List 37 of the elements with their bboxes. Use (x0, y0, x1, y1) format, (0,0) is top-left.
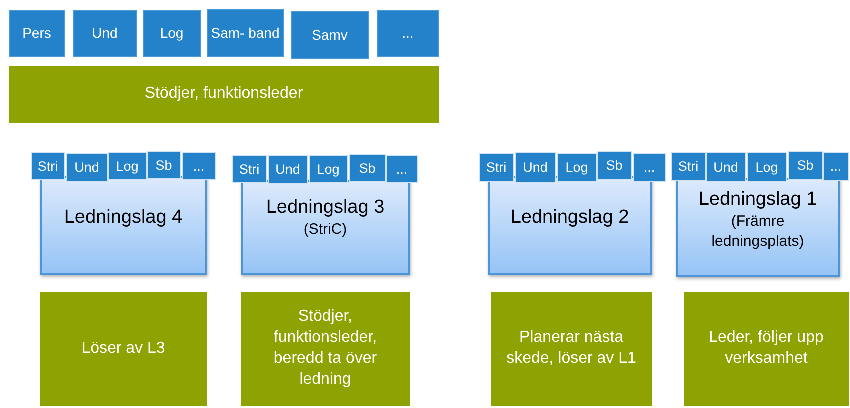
task-bar: Planerar nästa skede, löser av L1 (491, 292, 652, 406)
task-bar: Stödjer, funktionsleder, beredd ta över ledning (241, 292, 410, 406)
function-tab: Log (143, 10, 201, 57)
function-tab: Sb (788, 151, 823, 180)
task-bar: Stödjer, funktionsleder (9, 66, 439, 123)
function-tab: Und (66, 153, 108, 182)
function-tab: Stri (671, 152, 706, 181)
layer-subtitle: (StriC) (302, 220, 348, 240)
function-tab: Samv (291, 11, 369, 59)
layer-subtitle: (Främre ledningsplats) (710, 212, 806, 252)
function-tab: Stri (31, 152, 65, 180)
function-tab: ... (386, 155, 418, 183)
task-bar: Leder, följer upp verksamhet (684, 292, 849, 406)
function-tab: Pers (9, 10, 65, 57)
function-tab: Sb (349, 154, 386, 182)
layer-title: Ledningslag 2 (510, 206, 630, 230)
function-tab: Und (73, 10, 137, 57)
layer-title: Ledningslag 3 (266, 196, 385, 220)
function-tab: Log (309, 155, 348, 183)
function-tab: ... (633, 153, 666, 182)
function-tab: Und (706, 152, 746, 182)
function-tab: Und (268, 155, 308, 184)
function-tab: ... (377, 10, 439, 57)
function-tab: Sb (597, 151, 632, 180)
function-tab: ... (182, 152, 216, 180)
function-tab: Log (557, 153, 597, 182)
function-tab: Log (108, 152, 147, 180)
function-tab: Stri (232, 155, 267, 183)
layer-title: Ledningslag 1 (698, 188, 818, 212)
layer-title: Ledningslag 4 (64, 206, 183, 230)
function-tab: Und (515, 152, 556, 183)
function-tab: Sam- band (207, 9, 284, 57)
function-tab: Log (747, 152, 787, 182)
function-tab: ... (823, 152, 849, 181)
function-tab: Sb (147, 151, 181, 179)
task-bar: Löser av L3 (40, 292, 207, 406)
function-tab: Stri (479, 153, 514, 182)
